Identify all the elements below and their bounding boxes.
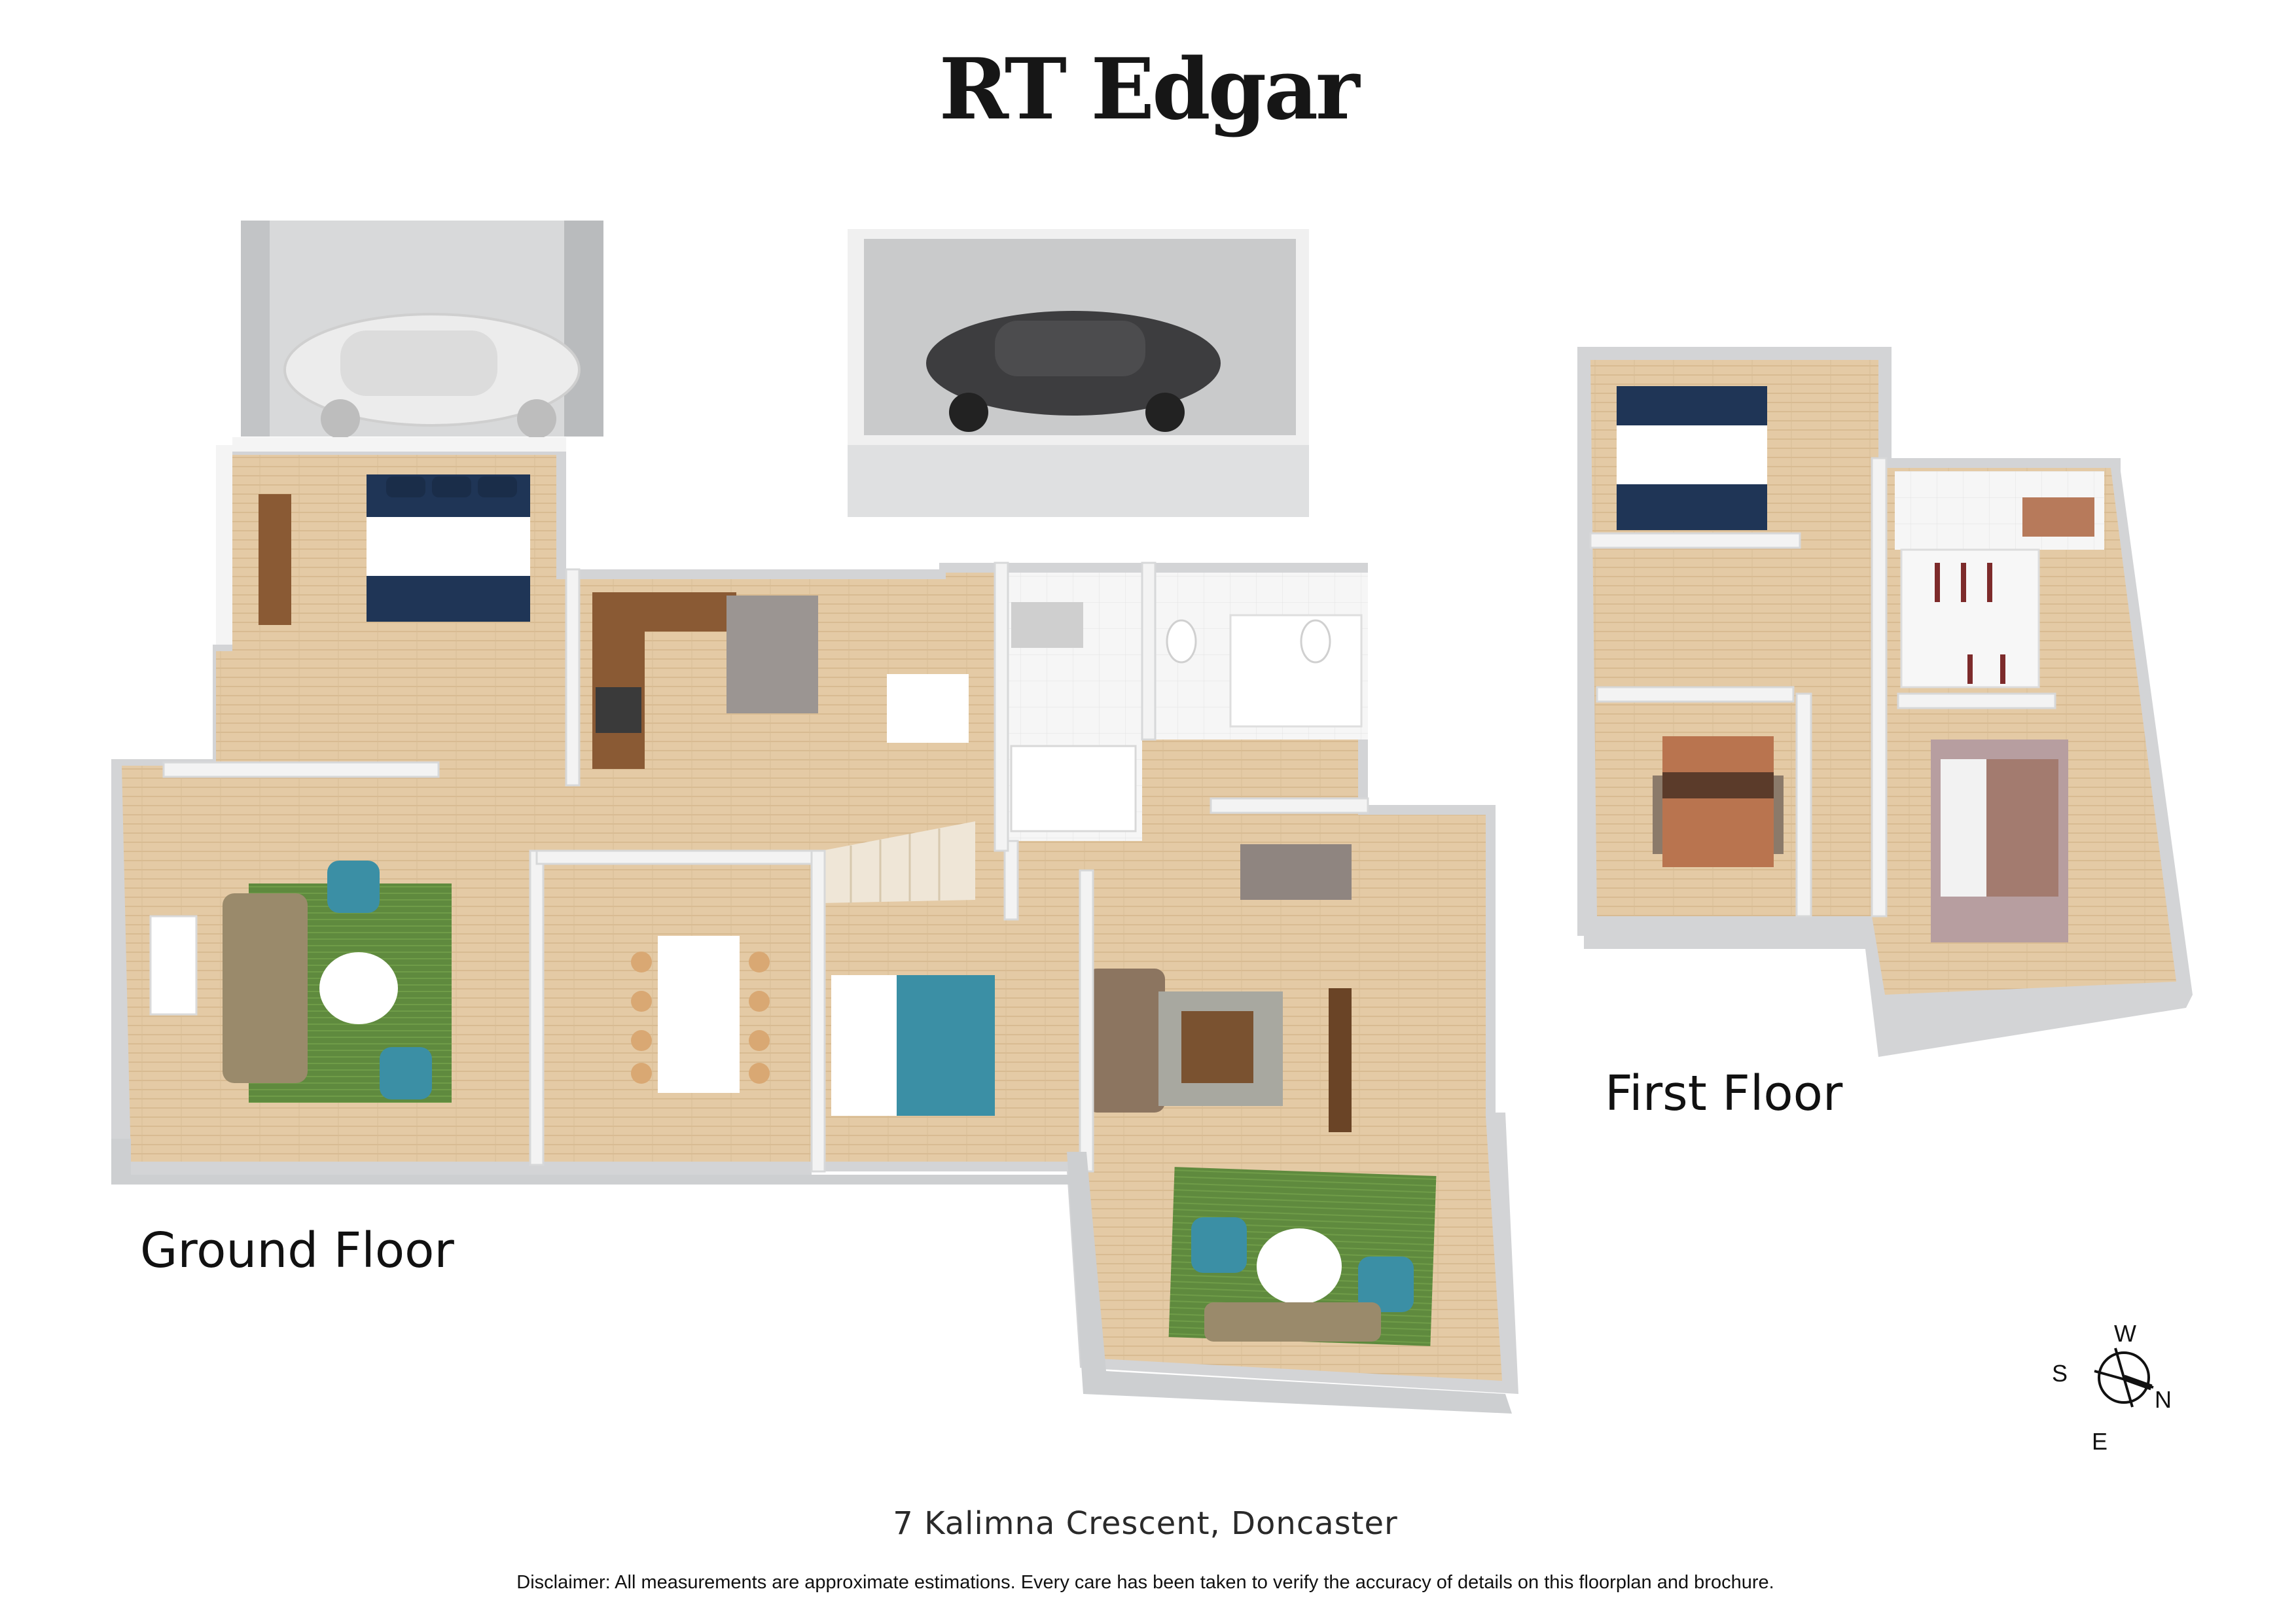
bathroom (1152, 573, 1368, 740)
dining-room (537, 851, 812, 1162)
disclaimer-text: Disclaimer: All measurements are approxi… (516, 1572, 1774, 1593)
compass-icon (2094, 1347, 2154, 1408)
bath-icon (1229, 614, 1363, 728)
bed-icon (367, 474, 530, 622)
bedroom-2 (818, 916, 1014, 1126)
wardrobe-icon (1900, 548, 2040, 688)
brand-logo: RT Edgar (939, 41, 1360, 139)
stairs-icon (821, 821, 975, 903)
ground-floor-plan (111, 221, 1518, 1414)
compass-north-label: N (2155, 1386, 2172, 1413)
lounge (1168, 1167, 1437, 1346)
bedroom-1 (216, 437, 566, 645)
compass-east-label: E (2092, 1428, 2108, 1455)
sofa-icon (1204, 1302, 1381, 1342)
car-icon (283, 313, 581, 438)
living-room (131, 825, 530, 1162)
car-icon (926, 311, 1221, 432)
laundry (1005, 573, 1142, 841)
ensuite (1895, 471, 2104, 550)
master-bedroom (1931, 740, 2068, 942)
coffee-table (319, 952, 398, 1024)
first-floor-plan (1577, 347, 2193, 1057)
kitchen (566, 579, 841, 779)
bed-icon (1941, 759, 2058, 897)
family-room (1086, 844, 1374, 1139)
garage-left (241, 221, 603, 438)
dining-table-icon (658, 936, 740, 1093)
bedroom-3 (1597, 366, 1780, 537)
compass-south-label: S (2052, 1360, 2068, 1387)
desk (259, 494, 291, 625)
bed-icon (1662, 736, 1774, 867)
bedroom-4 (1613, 713, 1797, 910)
bed-icon (831, 975, 995, 1116)
sofa-icon (1086, 969, 1165, 1113)
sofa-icon (223, 893, 308, 1083)
garage-right (848, 229, 1309, 517)
kitchen-icon (592, 592, 818, 769)
toilet-icon (1166, 619, 1197, 664)
dining-nook (844, 579, 969, 776)
first-floor-label: First Floor (1605, 1065, 1843, 1122)
dining-table-icon (887, 674, 969, 743)
compass-west-label: W (2114, 1320, 2136, 1347)
ground-floor-label: Ground Floor (140, 1222, 454, 1279)
coffee-table (1257, 1228, 1342, 1304)
bed-icon (1617, 386, 1767, 530)
property-address: 7 Kalimna Crescent, Doncaster (893, 1505, 1398, 1542)
